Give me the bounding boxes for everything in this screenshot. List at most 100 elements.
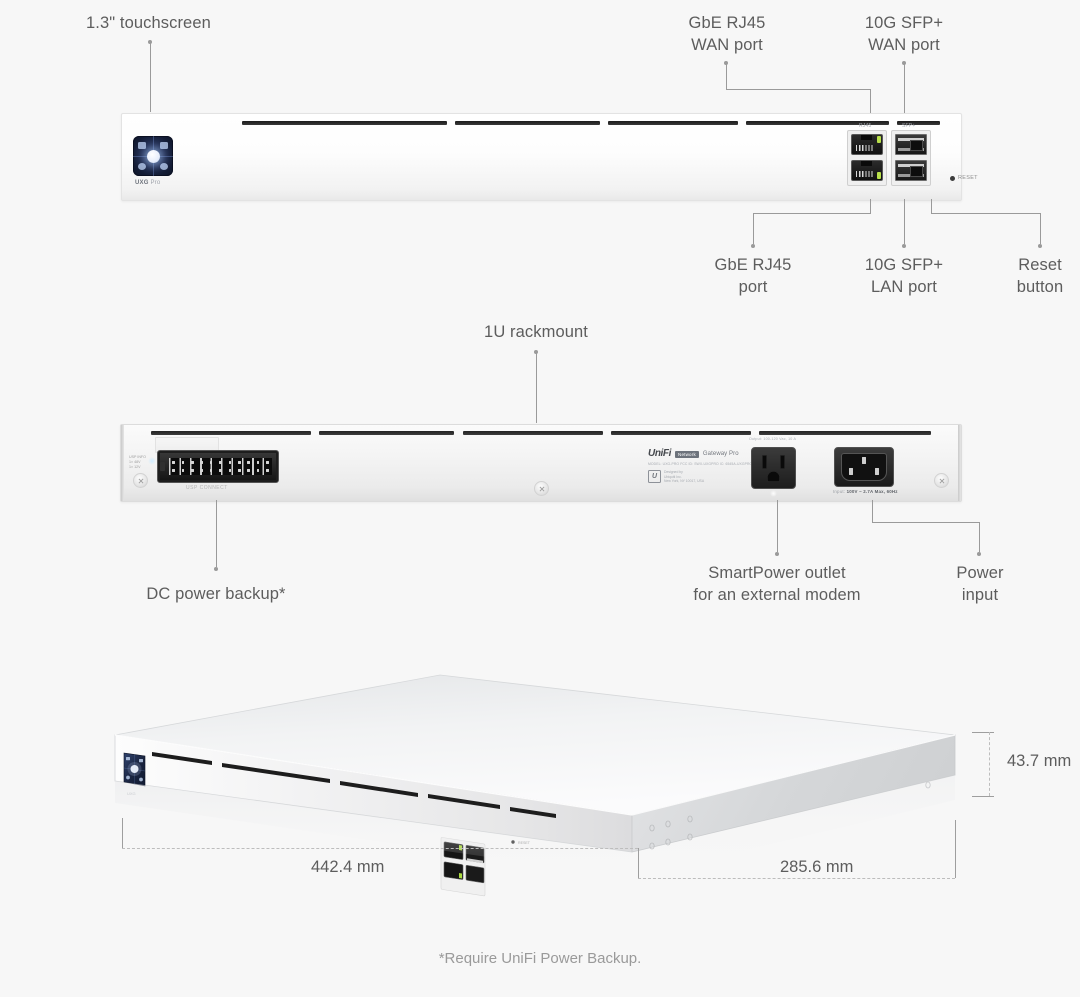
power-input-iec-connector[interactable]	[834, 447, 894, 487]
network-chip-badge: Network	[675, 450, 699, 458]
touchscreen-display[interactable]	[133, 136, 173, 176]
reset-label: RESET	[958, 175, 978, 181]
vent-slot	[242, 121, 447, 125]
leader-dot-gbe-rj45-port	[751, 244, 755, 248]
leader-dot-smartpower	[775, 552, 779, 556]
sfp-cage-bar	[898, 164, 924, 167]
leader-line-power-input-c	[979, 522, 980, 552]
iso-vent-slot	[340, 781, 418, 797]
rear-panel-device: USP INFO 1× 48V 1× 12V USP CONNECT UniFi…	[120, 424, 962, 502]
iso-vent-group	[152, 752, 556, 818]
reset-button[interactable]	[950, 176, 955, 181]
iso-screen-center-indicator	[130, 765, 139, 773]
iso-rj45-port	[443, 861, 464, 880]
vent-slot	[608, 121, 738, 125]
smartpower-outlet[interactable]	[751, 447, 796, 489]
isometric-device-view: UXG RESET	[0, 640, 1080, 940]
dim-endcap-depth-right	[955, 820, 956, 878]
iec-pin-line	[849, 468, 853, 475]
dim-endcap-width-left	[122, 818, 123, 848]
callout-gbe-rj45-port-label: GbE RJ45 port	[714, 256, 792, 296]
dim-line-width	[122, 848, 638, 849]
front-model-prefix: UXG	[135, 180, 149, 186]
leader-line-gbe-rj45-wan-b	[726, 89, 871, 90]
rack-ear-rail	[463, 431, 603, 435]
usp-info-text: USP INFO 1× 48V 1× 12V	[129, 455, 146, 469]
leader-dot-power-input	[977, 552, 981, 556]
dim-label-height: 43.7 mm	[1001, 752, 1078, 771]
product-branding-block: UniFi Network Gateway Pro MODEL: UXG-PRO…	[648, 449, 766, 484]
callout-power-input-label: Power input	[956, 564, 1004, 604]
pin-row-bottom	[169, 467, 272, 476]
dc-connector-label: USP CONNECT	[186, 485, 228, 491]
iso-rj45-led	[459, 873, 462, 879]
manufacturer-block: U Designed by Ubiquiti Inc. New York, NY…	[648, 470, 766, 484]
rj45-port-lan[interactable]	[851, 160, 883, 181]
rj45-led-wan	[877, 136, 881, 143]
vent-slot	[897, 121, 940, 125]
iso-sfp-port	[465, 864, 485, 884]
chassis-screw	[534, 481, 549, 496]
rj45-led-lan	[877, 172, 881, 179]
iso-display-icon	[139, 759, 143, 763]
iec-pin-ground	[862, 457, 866, 464]
leader-line-power-input-a	[872, 500, 873, 522]
regulatory-fine-print: MODEL: UXG-PRO FCC ID: SWX-UXGPRO IC: 65…	[648, 462, 753, 466]
sfp-cage-opening	[910, 140, 923, 151]
outlet-status-led	[770, 490, 777, 497]
front-model-suffix: Pro	[148, 180, 161, 186]
dim-line-height	[989, 732, 990, 796]
usp-status-led	[148, 457, 156, 465]
vent-slot	[746, 121, 889, 125]
dim-line-depth	[638, 878, 955, 879]
sfp-plus-port-wan[interactable]	[895, 134, 927, 155]
power-input-rating-caption: Input: 100V ~ 2.7A Max, 60Hz	[833, 489, 898, 494]
unifi-wordmark: UniFi	[648, 448, 671, 459]
dim-label-depth: 285.6 mm	[774, 858, 860, 877]
callout-rackmount-label: 1U rackmount	[484, 323, 588, 341]
iso-vent-slot	[428, 794, 500, 809]
iec-pin-neutral	[875, 468, 879, 475]
connector-latch	[160, 462, 165, 471]
product-name-label: Gateway Pro	[702, 451, 739, 457]
iso-vent-slot	[222, 763, 330, 783]
iso-shield-icon	[126, 757, 130, 761]
leader-line-power-input-b	[872, 522, 980, 523]
front-panel-device: UXG Pro RJ45 SFP+	[121, 113, 978, 201]
rj45-pins	[856, 171, 873, 177]
rack-ear-rail	[319, 431, 454, 435]
callout-dc-power-backup-label: DC power backup*	[146, 585, 286, 603]
dc-power-backup-connector[interactable]	[157, 450, 279, 483]
iso-sfp-bar	[467, 858, 483, 864]
rj45-port-caption: RJ45	[859, 123, 872, 129]
pin-row-top	[169, 458, 272, 467]
chassis-screw	[133, 473, 148, 488]
leader-line-reset-a	[931, 199, 932, 213]
iso-power-icon	[139, 777, 143, 782]
rj45-pins	[856, 145, 873, 151]
callout-sfp-lan-label: 10G SFP+ LAN port	[864, 256, 944, 296]
rj45-port-wan[interactable]	[851, 134, 883, 155]
sfp-port-caption: SFP+	[902, 123, 916, 129]
connector-pin-field	[169, 458, 272, 475]
leader-line-dc-power-backup	[216, 500, 217, 567]
outlet-ground-pin-hole	[767, 471, 780, 482]
rack-ear-rail	[759, 431, 931, 435]
leader-line-touchscreen	[150, 42, 151, 112]
leader-line-gbe-rj45-port-b	[753, 213, 871, 214]
leader-line-gbe-rj45-wan-c	[870, 89, 871, 113]
chassis-reflection-side	[632, 775, 955, 878]
chassis-reflection	[115, 781, 632, 878]
chassis-screw	[934, 473, 949, 488]
iso-screen-glow	[127, 762, 142, 776]
chassis-corner-edge-highlight	[631, 734, 956, 816]
isometric-device-svg: UXG RESET	[114, 674, 956, 897]
sfp-cage-opening	[910, 166, 923, 177]
leader-line-rackmount	[536, 352, 537, 423]
leader-line-reset-b	[931, 213, 1041, 214]
leader-line-sfp-wan	[904, 63, 905, 113]
vent-slot	[455, 121, 600, 125]
sfp-plus-port-lan[interactable]	[895, 160, 927, 181]
leader-dot-dc-power-backup	[214, 567, 218, 571]
